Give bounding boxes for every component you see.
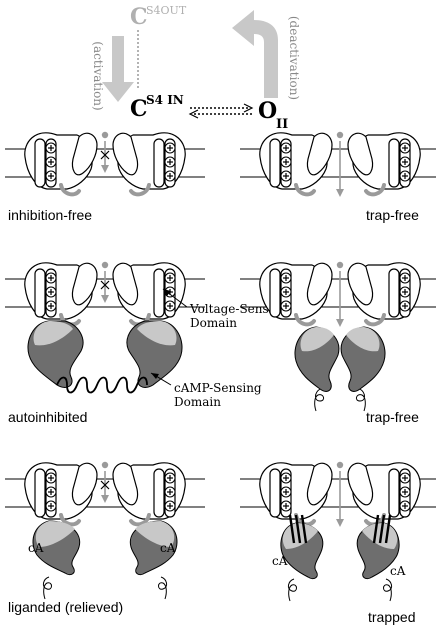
camp-domain-right xyxy=(129,520,178,600)
equilibrium-arrows xyxy=(188,103,254,119)
state-c-out-sup: S4OUT xyxy=(146,4,187,17)
label-trap-free-top: trap-free xyxy=(366,207,419,223)
camp-domain-right xyxy=(126,320,183,388)
state-c-in-sup: S4 IN xyxy=(146,93,184,107)
panel-trap-free-top xyxy=(240,132,436,198)
panel-liganded: cA cA xyxy=(5,462,205,600)
label-trap-free-mid: trap-free xyxy=(366,409,419,425)
voltage-sensing-label-1: Voltage-Sensing xyxy=(189,302,288,316)
label-trapped: trapped xyxy=(368,609,415,625)
ligand-label-left: cA xyxy=(272,554,288,568)
camp-domain-left xyxy=(280,514,324,602)
state-c-out: C xyxy=(130,4,148,30)
panel-inhibition-free xyxy=(5,132,205,195)
state-c-in: C xyxy=(130,96,148,122)
panel-autoinhibited xyxy=(5,262,205,394)
coiled-linker xyxy=(56,376,148,394)
label-liganded: liganded (relieved) xyxy=(8,599,123,615)
trap-bars-left xyxy=(288,514,308,544)
deactivation-label: (deactivation) xyxy=(287,16,301,100)
camp-domain-left xyxy=(294,326,340,412)
state-scheme: C S4OUT (activation) (deactivation) C S4… xyxy=(91,4,301,132)
deactivation-arrow xyxy=(232,10,278,98)
trap-bars-right xyxy=(372,514,392,544)
camp-sensing-label-1: cAMP-Sensing xyxy=(174,381,262,395)
ligand-label-right: cA xyxy=(160,541,176,555)
label-autoinhibited: autoinhibited xyxy=(8,409,87,425)
activation-label: (activation) xyxy=(91,41,105,110)
camp-domain-right xyxy=(340,326,386,412)
ligand-label-right: cA xyxy=(390,564,406,578)
ligand-label-left: cA xyxy=(28,541,44,555)
camp-domain-left xyxy=(32,520,81,600)
label-inhibition-free: inhibition-free xyxy=(8,207,92,223)
panel-trapped: cA cA xyxy=(240,462,436,602)
voltage-sensing-label-2: Domain xyxy=(190,316,237,330)
activation-arrow xyxy=(102,36,134,102)
state-o: O xyxy=(258,98,277,124)
camp-domain-left xyxy=(27,320,84,388)
camp-domain-right xyxy=(356,514,400,602)
panel-trap-free-mid xyxy=(240,262,436,412)
state-o-sub: II xyxy=(276,117,288,132)
camp-sensing-label-2: Domain xyxy=(174,395,221,409)
